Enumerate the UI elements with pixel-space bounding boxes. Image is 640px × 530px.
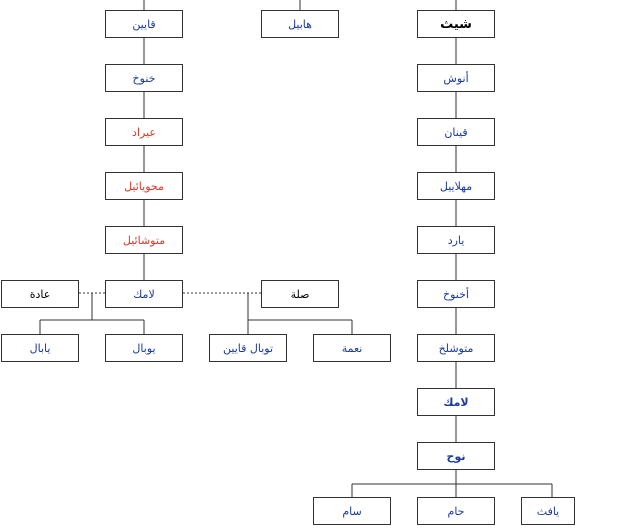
node-qabil: قايين [105,10,183,38]
node-silla: صلة [261,280,339,308]
node-anosh: أنوش [417,64,495,92]
node-nuh: نوح [417,442,495,470]
node-sam: سام [313,497,391,525]
node-lamek-seth: لامك [417,388,495,416]
node-hanokh: خنوخ [105,64,183,92]
node-lamek-cain: لامك [105,280,183,308]
node-habil: هابيل [261,10,339,38]
node-akhnukh: أخنوخ [417,280,495,308]
node-ada: عادة [1,280,79,308]
node-ham: حام [417,497,495,525]
node-irad: عيراد [105,118,183,146]
node-yubal: يوبال [105,334,183,362]
node-mahuyail: محويائيل [105,172,183,200]
node-naama: نعمة [313,334,391,362]
node-mutushalakh: متوشلخ [417,334,495,362]
node-mutushail: متوشائيل [105,226,183,254]
node-mahalalil: مهلاييل [417,172,495,200]
node-yafith: يافث [521,497,575,525]
node-yarid: يارد [417,226,495,254]
node-qinan: قينان [417,118,495,146]
node-yabal: يابال [1,334,79,362]
node-tubal-qayin: توبال قايين [209,334,287,362]
node-shith: شيث [417,10,495,38]
